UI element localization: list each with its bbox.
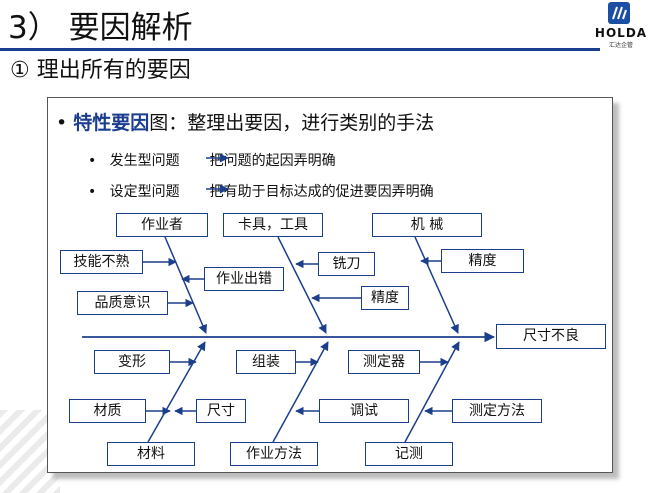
cause-cutter: 铣刀	[318, 252, 375, 276]
section-heading: ① 理出所有的要因	[10, 58, 191, 83]
cause-adjust: 调试	[319, 399, 409, 423]
category-method: 作业方法	[230, 442, 318, 466]
header-band	[0, 0, 658, 52]
effect-box: 尺寸不良	[496, 324, 606, 349]
cause-deformation: 变形	[94, 350, 170, 374]
intro-line: • 特性要因图：整理出要因，进行类别的手法	[56, 108, 434, 135]
cause-skill: 技能不熟	[60, 250, 143, 274]
slide-title: 3） 要因解析	[8, 10, 193, 46]
logo-mark-icon	[608, 2, 630, 24]
sub-item-occurrence: • 发生型问题 把问题的起因弄明确	[88, 150, 336, 170]
category-tools: 卡具，工具	[223, 213, 323, 237]
intro-bullet: •	[56, 112, 68, 134]
cause-gauge: 测定器	[348, 350, 420, 374]
category-measurement: 记测	[365, 442, 453, 466]
cause-size: 尺寸	[196, 399, 246, 423]
cause-quality-awareness: 品质意识	[77, 291, 168, 315]
bone-machine	[414, 236, 459, 334]
sub-item-setting: • 设定型问题 把有助于目标达成的促进要因弄明确	[88, 181, 434, 201]
category-machine: 机 械	[372, 213, 482, 237]
sub-item-desc: 把问题的起因弄明确	[209, 153, 336, 169]
cause-precision-tool: 精度	[361, 286, 409, 310]
bone-tools	[277, 236, 327, 334]
company-logo: HOLDA 汇达企管	[588, 2, 654, 49]
bone-operator	[164, 236, 207, 334]
header-rule	[0, 48, 600, 51]
sub-item-label: 设定型问题	[109, 184, 180, 200]
intro-key-term: 特性要因	[73, 112, 150, 134]
cause-measuring-method: 测定方法	[452, 399, 542, 423]
sub-item-desc: 把有助于目标达成的促进要因弄明确	[209, 184, 434, 200]
cause-assembly: 组装	[236, 350, 296, 374]
bone-measure	[404, 341, 460, 443]
logo-subtext: 汇达企管	[608, 42, 633, 49]
logo-text: HOLDA	[594, 26, 648, 40]
category-operator: 作业者	[116, 213, 208, 237]
category-material: 材料	[107, 442, 195, 466]
sub-item-label: 发生型问题	[109, 153, 180, 169]
cause-precision-machine: 精度	[441, 249, 524, 273]
sub-bullet: •	[88, 153, 97, 169]
cause-operation-error: 作业出错	[204, 267, 284, 291]
sub-bullet: •	[88, 184, 97, 200]
cause-material-quality: 材质	[69, 399, 146, 423]
intro-text: 图：整理出要因，进行类别的手法	[149, 112, 435, 134]
